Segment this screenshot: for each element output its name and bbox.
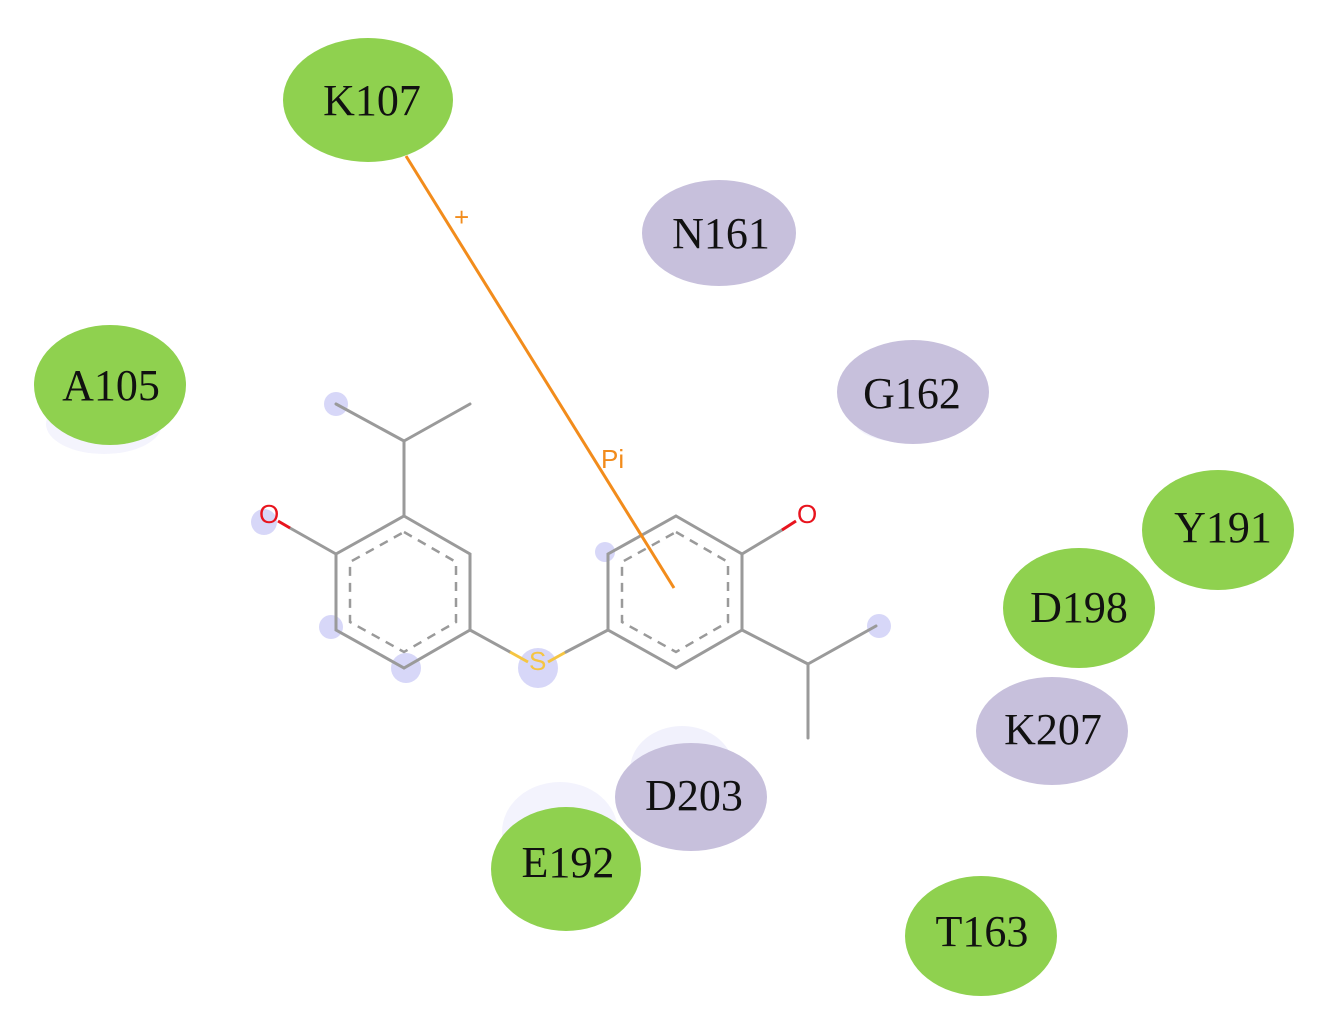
residue-t163: T163 [905,876,1057,996]
ring-left [334,514,472,670]
bond-sulfur-right-yellow [547,650,567,664]
atom-label-sulfur: S [529,646,546,676]
residue-label: K207 [1004,705,1102,754]
residue-disc [905,876,1057,996]
ring-left-aromatic [348,530,458,654]
ligand-halos [46,392,950,882]
halo-ring-left-bottom [319,615,343,639]
residue-disc [1142,470,1294,590]
ligand-structure: O O S [259,402,878,740]
residue-disc [837,340,989,444]
bond-sulfur-left [468,628,512,654]
residue-disc [283,38,453,162]
residue-label: E192 [522,838,615,887]
residue-label: Y191 [1174,503,1272,552]
halo-ring-right-top [595,542,615,562]
bond-ipr-left-2 [402,402,472,443]
pi-cation-interaction: + Pi [404,155,676,589]
bond-oxygen-left-red [277,519,291,530]
bond-ipr-left-1 [334,402,406,443]
bond-oxygen-right-red [781,519,797,532]
residue-n161: N161 [642,180,796,286]
residue-k107: K107 [283,38,453,162]
residue-d203: D203 [615,743,767,851]
atom-label-oxygen-left: O [259,499,279,529]
residue-k207: K207 [976,677,1128,785]
residue-disc [642,180,796,286]
residues: K107 N161 A105 G162 Y191 D198 K207 E192 [34,38,1294,996]
residue-label: D203 [645,771,743,820]
ring-right [606,514,744,670]
residue-label: A105 [62,361,160,410]
residue-disc [491,807,641,931]
bond-sulfur-right [564,628,610,654]
residue-d198: D198 [1003,548,1155,668]
bond-ipr-right-2 [806,624,878,666]
residue-disc [976,677,1128,785]
bond-sulfur-left-yellow [509,650,529,664]
bond-oxygen-right [740,528,784,556]
residue-label: T163 [936,907,1029,956]
residue-g162: G162 [837,340,989,444]
ring-right-aromatic [620,530,730,654]
bond-oxygen-left [288,526,338,556]
halo-oxygen-left [251,509,277,535]
halo-sulfur [518,648,558,688]
residue-label: D198 [1030,583,1128,632]
residue-disc [34,325,186,445]
atom-label-oxygen-right: O [797,499,817,529]
interaction-type-label: Pi [601,444,624,474]
interaction-charge-label: + [454,202,469,232]
residue-disc [615,743,767,851]
residue-y191: Y191 [1142,470,1294,590]
interaction-line [404,155,676,589]
residue-e192: E192 [491,807,641,931]
residue-disc [1003,548,1155,668]
halo-methyl-right [867,614,891,638]
residue-label: K107 [323,76,421,125]
residue-label: G162 [863,369,961,418]
bond-ipr-right-1 [740,628,810,666]
residue-a105: A105 [34,325,186,445]
residue-label: N161 [672,209,770,258]
